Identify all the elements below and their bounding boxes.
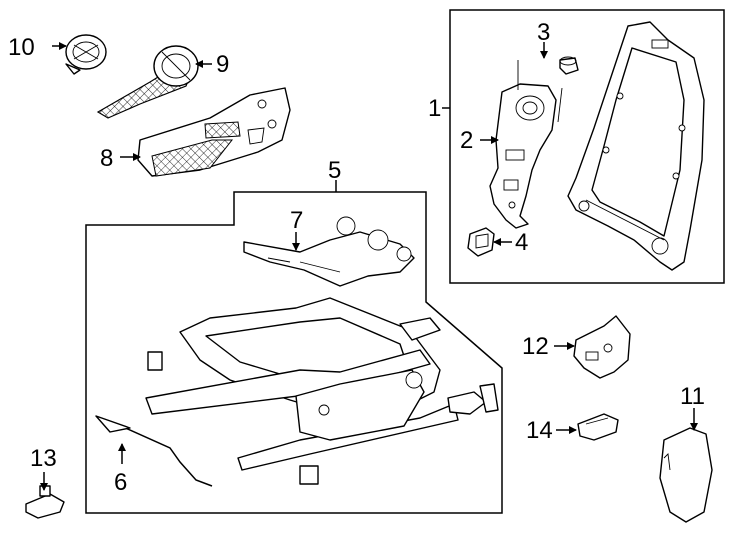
part-14-small-bracket bbox=[577, 413, 619, 441]
seatback-frame-group-box bbox=[449, 9, 725, 284]
part-13-clip bbox=[25, 485, 65, 519]
part-2-recliner-bracket bbox=[489, 60, 563, 229]
part-3-cap bbox=[559, 56, 579, 75]
leader-lines bbox=[40, 42, 698, 491]
callout-9: 9 bbox=[216, 51, 229, 78]
callout-11: 11 bbox=[680, 383, 705, 410]
callout-14: 14 bbox=[526, 417, 553, 444]
callout-1: 1 bbox=[428, 95, 441, 122]
part-1-seatback-frame bbox=[567, 21, 705, 271]
seat-track-group-box bbox=[85, 191, 503, 514]
part-6-wire bbox=[95, 415, 213, 487]
callout-12: 12 bbox=[522, 333, 549, 360]
part-11-cover-panel bbox=[659, 427, 713, 523]
callout-10: 10 bbox=[8, 34, 35, 61]
part-9-side-shield-cover bbox=[96, 45, 199, 119]
callout-4: 4 bbox=[515, 229, 528, 256]
callout-6: 6 bbox=[114, 469, 127, 496]
part-4-clip bbox=[467, 227, 495, 257]
part-7-adjuster-mechanism bbox=[243, 216, 415, 287]
callout-3: 3 bbox=[537, 19, 550, 46]
callout-13: 13 bbox=[30, 445, 57, 472]
callout-7: 7 bbox=[290, 207, 303, 234]
callout-5: 5 bbox=[328, 157, 341, 184]
callout-8: 8 bbox=[100, 145, 113, 172]
callout-2: 2 bbox=[460, 127, 473, 154]
part-8-seat-side-shield bbox=[137, 87, 291, 177]
part-5-seat-cushion-frame bbox=[145, 297, 499, 485]
part-10-knob-cover bbox=[65, 34, 107, 75]
part-12-bracket bbox=[573, 315, 631, 379]
